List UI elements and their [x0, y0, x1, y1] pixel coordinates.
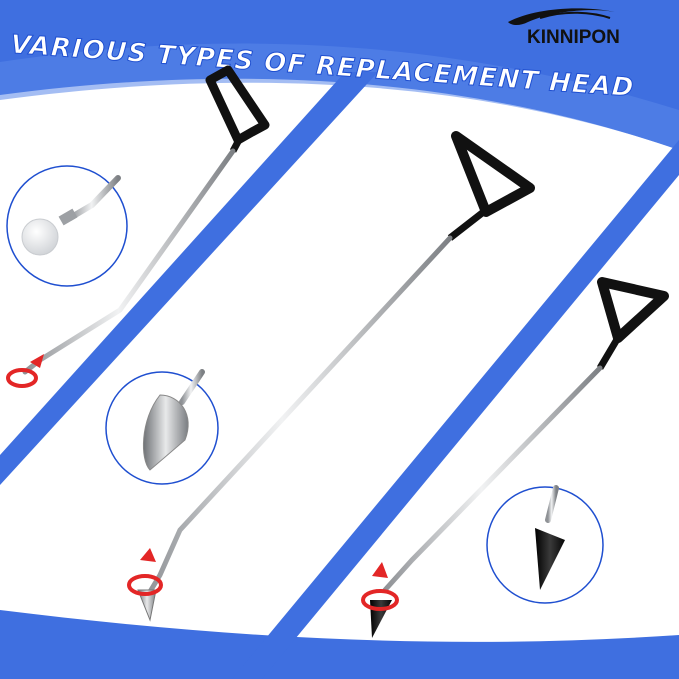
tool-ball-head	[6, 65, 270, 388]
rotate-arrow-icon	[6, 354, 44, 388]
car-silhouette-icon	[508, 8, 615, 25]
triangle-handle	[205, 65, 270, 145]
ball-head-callout	[6, 165, 128, 287]
tool-metal-cone-head	[105, 131, 535, 622]
triangle-handle	[597, 277, 669, 343]
metal-cone-tip	[137, 589, 157, 622]
brand-name: KINNIPON	[527, 27, 620, 48]
steel-rod	[382, 365, 603, 593]
metal-cone-head	[142, 394, 189, 471]
ball-head	[21, 218, 59, 256]
triangle-handle	[451, 131, 535, 217]
rotate-arrow-icon	[361, 562, 399, 611]
tool-black-cone-head	[361, 277, 669, 638]
divider-stripe-left	[0, 72, 378, 485]
bottom-banner	[0, 610, 679, 679]
divider-stripe-right	[232, 140, 679, 679]
black-cone-head	[535, 528, 565, 590]
steel-rod	[142, 235, 453, 603]
metal-cone-callout	[105, 369, 219, 485]
brand-logo: KINNIPON	[508, 8, 620, 48]
steel-rod	[22, 148, 236, 375]
rotate-arrow-icon	[127, 548, 163, 596]
black-cone-callout	[486, 485, 604, 604]
